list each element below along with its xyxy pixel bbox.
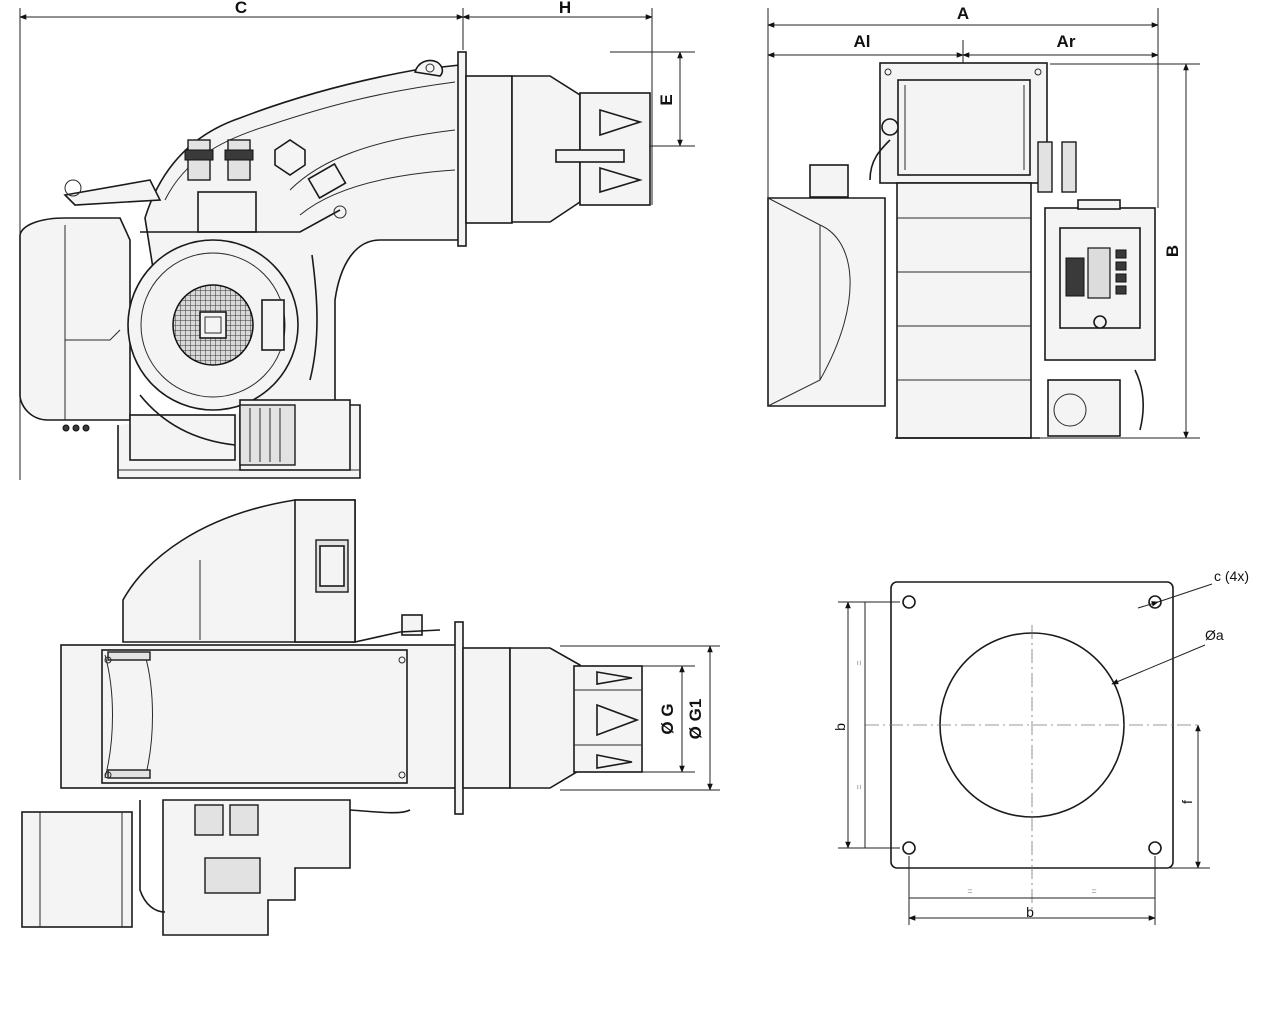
label-f: f xyxy=(1179,800,1195,804)
dimension-al-ar: Al Ar xyxy=(767,32,1159,64)
dimension-f: f xyxy=(1170,724,1210,869)
label-e: E xyxy=(657,94,676,105)
front-view: A Al Ar B xyxy=(767,4,1200,439)
label-c-4x: c (4x) xyxy=(1214,568,1249,584)
label-ar: Ar xyxy=(1057,32,1076,51)
label-a: A xyxy=(957,4,969,23)
callout-oa: Øa xyxy=(1111,627,1224,685)
dimension-b-vertical: b = = xyxy=(832,601,900,849)
label-b-vertical: b xyxy=(832,723,848,731)
label-h: H xyxy=(559,0,571,17)
side-view: C H E xyxy=(19,0,695,480)
label-b-height: B xyxy=(1163,245,1182,257)
dimension-g1: Ø G1 xyxy=(560,645,720,791)
equal-mark-upper: = xyxy=(854,660,864,665)
equal-mark-lower: = xyxy=(854,784,864,789)
top-view: Ø G Ø G1 xyxy=(21,499,720,936)
dimension-h: H xyxy=(462,0,653,205)
label-al: Al xyxy=(854,32,871,51)
dimension-b: B xyxy=(1030,63,1200,439)
dimension-b-horizontal: b = = xyxy=(908,856,1156,925)
label-c: C xyxy=(235,0,247,17)
label-g: Ø G xyxy=(658,703,677,734)
equal-mark-left: = xyxy=(967,886,972,896)
label-oa: Øa xyxy=(1205,627,1224,643)
label-g1: Ø G1 xyxy=(686,699,705,740)
label-b-horizontal: b xyxy=(1026,904,1034,920)
equal-mark-right: = xyxy=(1091,886,1096,896)
dimension-g: Ø G xyxy=(640,665,695,773)
dimension-a: A xyxy=(767,4,1159,208)
flange-plate-view: c (4x) Øa b = = f b = xyxy=(832,568,1249,925)
callout-c-4x: c (4x) xyxy=(1137,568,1249,609)
